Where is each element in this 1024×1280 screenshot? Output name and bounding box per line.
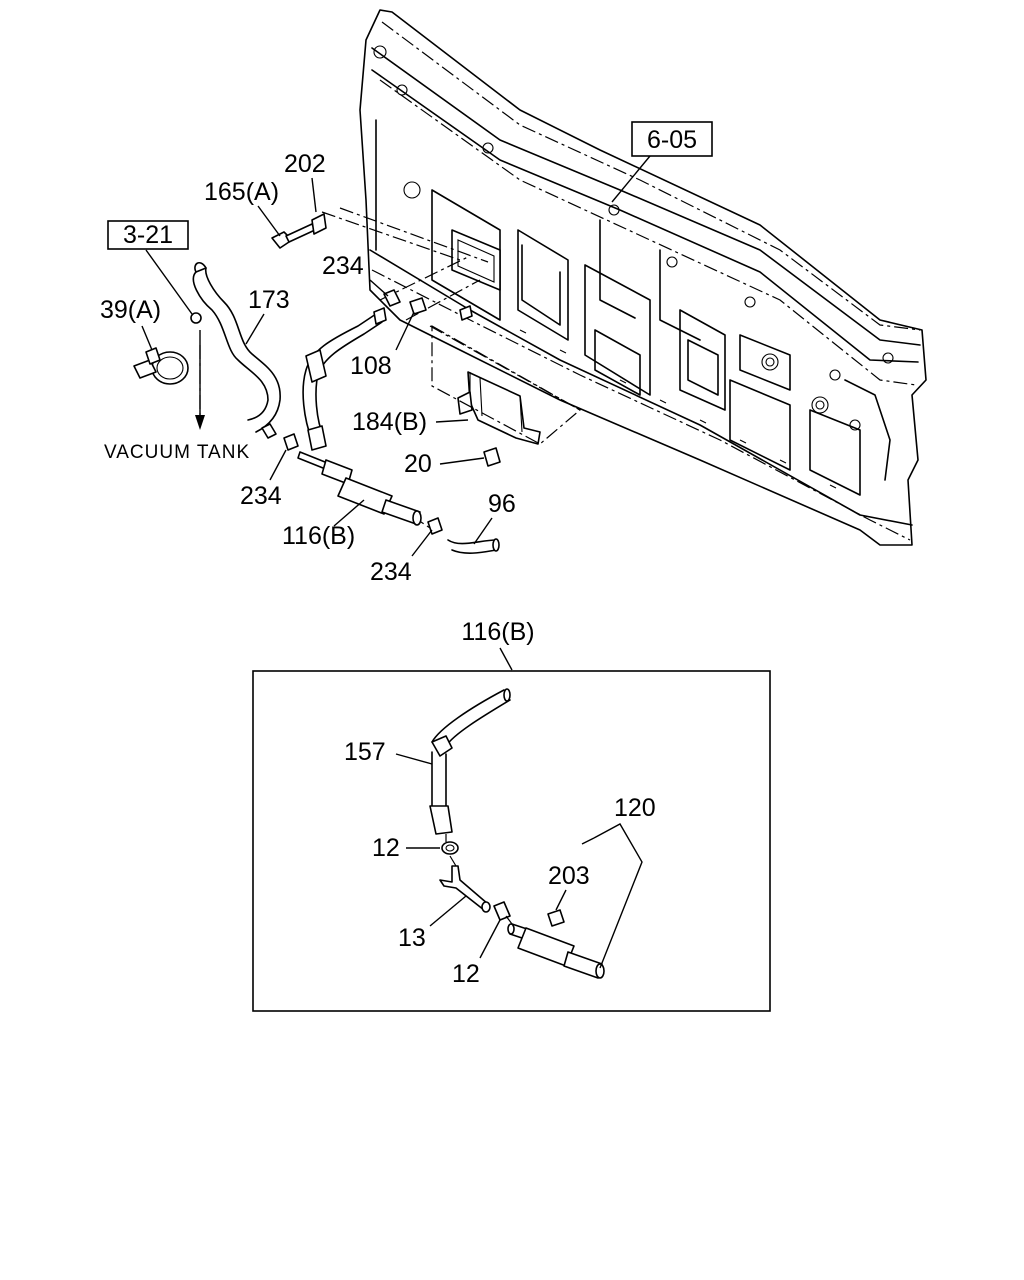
callout-116b: 116(B) — [282, 522, 355, 550]
nut-20 — [483, 447, 501, 467]
clip-234-top — [383, 289, 401, 307]
ref-box-6-05 — [631, 121, 713, 157]
clamp-39a — [133, 347, 189, 385]
clip-12-top — [441, 841, 459, 855]
ref-3-21-label: 3-21 — [123, 221, 173, 249]
ref-box-3-21 — [107, 220, 189, 250]
callout-157: 157 — [344, 738, 386, 766]
ref-6-05-label: 6-05 — [647, 126, 697, 154]
hose-157 — [429, 688, 511, 835]
callout-173: 173 — [248, 286, 290, 314]
callout-234-top: 234 — [322, 252, 364, 280]
callout-13: 13 — [398, 924, 426, 952]
callout-184b: 184(B) — [352, 408, 427, 436]
callout-12-top: 12 — [372, 834, 400, 862]
front-panel — [359, 9, 927, 546]
callout-234-bottom: 234 — [370, 558, 412, 586]
cap-203 — [547, 909, 565, 927]
clip-12-bottom — [493, 901, 511, 921]
callout-203: 203 — [548, 862, 590, 890]
bracket-184b — [431, 324, 582, 445]
clip-234-left — [283, 433, 299, 451]
callout-20: 20 — [404, 450, 432, 478]
detail-title: 116(B) — [461, 618, 534, 646]
clip-202 — [311, 213, 327, 235]
callout-39a: 39(A) — [100, 296, 161, 324]
callout-120: 120 — [614, 794, 656, 822]
nut-108 — [409, 297, 427, 315]
vacuum-tank-label: VACUUM TANK — [104, 442, 250, 463]
callout-12-bottom: 12 — [452, 960, 480, 988]
callout-96: 96 — [488, 490, 516, 518]
bolt-165a — [271, 223, 316, 249]
callout-234-left: 234 — [240, 482, 282, 510]
callout-165a: 165(A) — [204, 178, 279, 206]
callout-108: 108 — [350, 352, 392, 380]
callout-202: 202 — [284, 150, 326, 178]
vacuum-arrow-icon — [195, 415, 205, 430]
detail-box — [252, 670, 771, 1012]
muffler-120 — [507, 923, 605, 979]
tee-13 — [439, 865, 491, 913]
